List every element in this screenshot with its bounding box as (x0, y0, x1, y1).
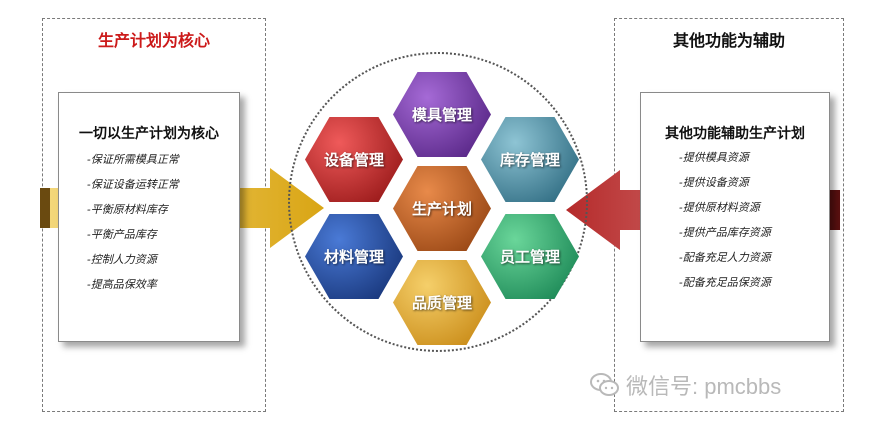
list-item: -提供原材料资源 (679, 201, 760, 214)
hex-upper-left-equipment-management: 设备管理 (305, 117, 403, 202)
left-panel-title: 生产计划为核心 (97, 31, 210, 50)
hex-bottom-quality-management: 品质管理 (393, 260, 491, 345)
list-item: -提供产品库存资源 (679, 226, 771, 239)
right-panel-title: 其他功能为辅助 (672, 31, 785, 50)
list-item: -配备充足人力资源 (679, 251, 771, 264)
list-item: -提供设备资源 (679, 176, 749, 189)
list-item: -保证所需模具正常 (87, 153, 179, 166)
left-card-heading: 一切以生产计划为核心 (79, 126, 219, 142)
center-ring (288, 52, 588, 352)
hex-lower-left-material-management: 材料管理 (305, 214, 403, 299)
list-item: -平衡原材料库存 (87, 203, 168, 216)
wechat-icon (590, 373, 619, 396)
watermark: 微信号: pmcbbs (590, 370, 781, 400)
watermark-text: 微信号: pmcbbs (626, 374, 782, 399)
right-card-heading: 其他功能辅助生产计划 (665, 126, 805, 142)
list-item: -配备充足品保资源 (679, 276, 771, 289)
left-card: 一切以生产计划为核心 -保证所需模具正常 -保证设备运转正常 -平衡原材料库存 … (58, 92, 240, 342)
list-item: -保证设备运转正常 (87, 178, 179, 191)
hex-center-production-planning: 生产计划 (393, 166, 491, 251)
list-item: -提高品保效率 (87, 278, 157, 291)
list-item: -提供模具资源 (679, 151, 749, 164)
right-card: 其他功能辅助生产计划 -提供模具资源 -提供设备资源 -提供原材料资源 -提供产… (640, 92, 830, 342)
left-card-list: -保证所需模具正常 -保证设备运转正常 -平衡原材料库存 -平衡产品库存 -控制… (87, 147, 179, 297)
list-item: -控制人力资源 (87, 253, 157, 266)
right-card-list: -提供模具资源 -提供设备资源 -提供原材料资源 -提供产品库存资源 -配备充足… (679, 145, 771, 295)
list-item: -平衡产品库存 (87, 228, 157, 241)
hex-top-mould-management: 模具管理 (393, 72, 491, 157)
